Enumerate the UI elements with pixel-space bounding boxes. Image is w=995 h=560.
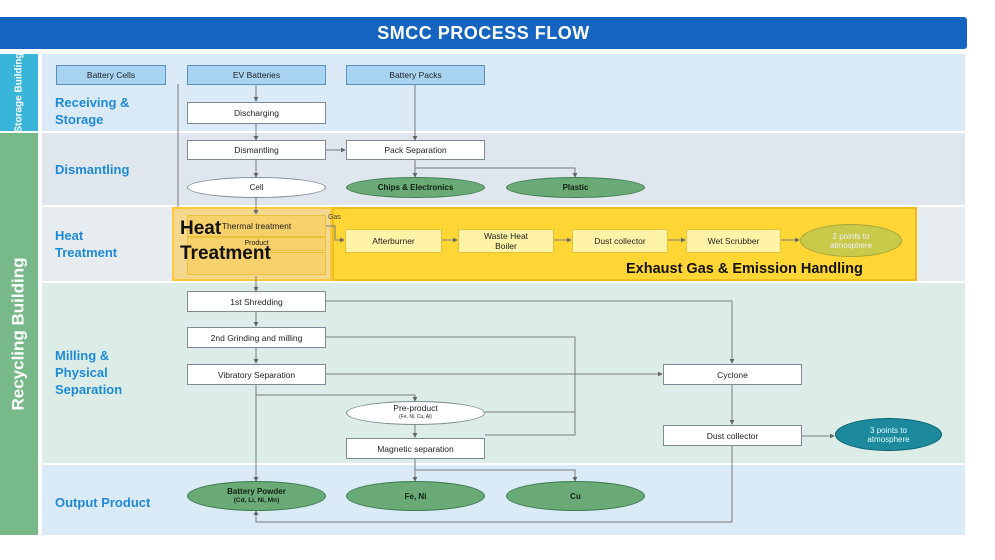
node-dust-collector-mid: Dust collector: [663, 425, 802, 446]
pre-product-sub: (Fe, Ni, Cu, Al): [399, 414, 432, 420]
node-points-atm-top: 2 points to atmosphere: [800, 224, 902, 257]
line-separation-plastic: [415, 167, 578, 178]
node-fe-ni: Fe, Ni: [346, 481, 485, 511]
line-vibratory-preproduct: [256, 394, 418, 402]
label-gas: Gas: [328, 214, 341, 221]
section-dismantling: Dismantling: [55, 162, 130, 177]
node-grinding: 2nd Grinding and milling: [187, 327, 326, 348]
node-pre-product: Pre-product (Fe, Ni, Cu, Al): [346, 401, 485, 425]
node-dismantling: Dismantling: [187, 140, 326, 160]
line-grind-return: [326, 336, 576, 436]
line-gas-afterburner: [326, 225, 345, 243]
node-afterburner: Afterburner: [345, 229, 442, 253]
node-thermal-treatment: Thermal treatment: [187, 215, 326, 237]
node-heat-extra: [187, 252, 326, 275]
battery-powder-sub: (Cd, Li, Ni, Mn): [233, 497, 280, 504]
node-chips-electronics: Chips & Electronics: [346, 177, 485, 198]
section-output: Output Product: [55, 495, 151, 510]
node-vibratory: Vibratory Separation: [187, 364, 326, 385]
node-ev-batteries: EV Batteries: [187, 65, 326, 85]
line-magnetic-cu: [415, 469, 578, 482]
node-cyclone: Cyclone: [663, 364, 802, 385]
node-battery-packs: Battery Packs: [346, 65, 485, 85]
node-battery-powder: Battery Powder (Cd, Li, Ni, Mn): [187, 481, 326, 511]
node-discharging: Discharging: [187, 102, 326, 124]
node-magnetic-separation: Magnetic separation: [346, 438, 485, 459]
node-pack-separation: Pack Separation: [346, 140, 485, 160]
section-receiving: Receiving & Storage: [55, 95, 130, 127]
line-dust-powder: [253, 446, 733, 523]
node-points-atm-mid: 3 points to atmosphere: [835, 418, 942, 451]
side-recycling: Recycling Building: [0, 133, 38, 535]
annotation-heat-treatment: Heat Treatment: [180, 218, 271, 264]
node-wet-scrubber: Wet Scrubber: [686, 229, 781, 253]
node-shredding: 1st Shredding: [187, 291, 326, 312]
section-milling: Milling & Physical Separation: [55, 348, 123, 397]
node-battery-cells: Battery Cells: [56, 65, 166, 85]
node-waste-heat-boiler: Waste Heat Boiler: [458, 229, 554, 253]
node-cu: Cu: [506, 481, 645, 511]
diagram-title: SMCC PROCESS FLOW: [0, 17, 967, 49]
section-heat: Heat Treatment: [55, 228, 118, 260]
line-shred-cyclone: [326, 300, 735, 364]
side-storage: Storage Building: [0, 53, 38, 133]
annotation-exhaust: Exhaust Gas & Emission Handling: [626, 261, 863, 277]
node-plastic: Plastic: [506, 177, 645, 198]
node-dust-collector-top: Dust collector: [572, 229, 668, 253]
node-product: Product: [187, 237, 326, 251]
pre-product-label: Pre-product: [393, 403, 438, 413]
battery-powder-label: Battery Powder: [227, 487, 286, 496]
node-cell: Cell: [187, 177, 326, 198]
